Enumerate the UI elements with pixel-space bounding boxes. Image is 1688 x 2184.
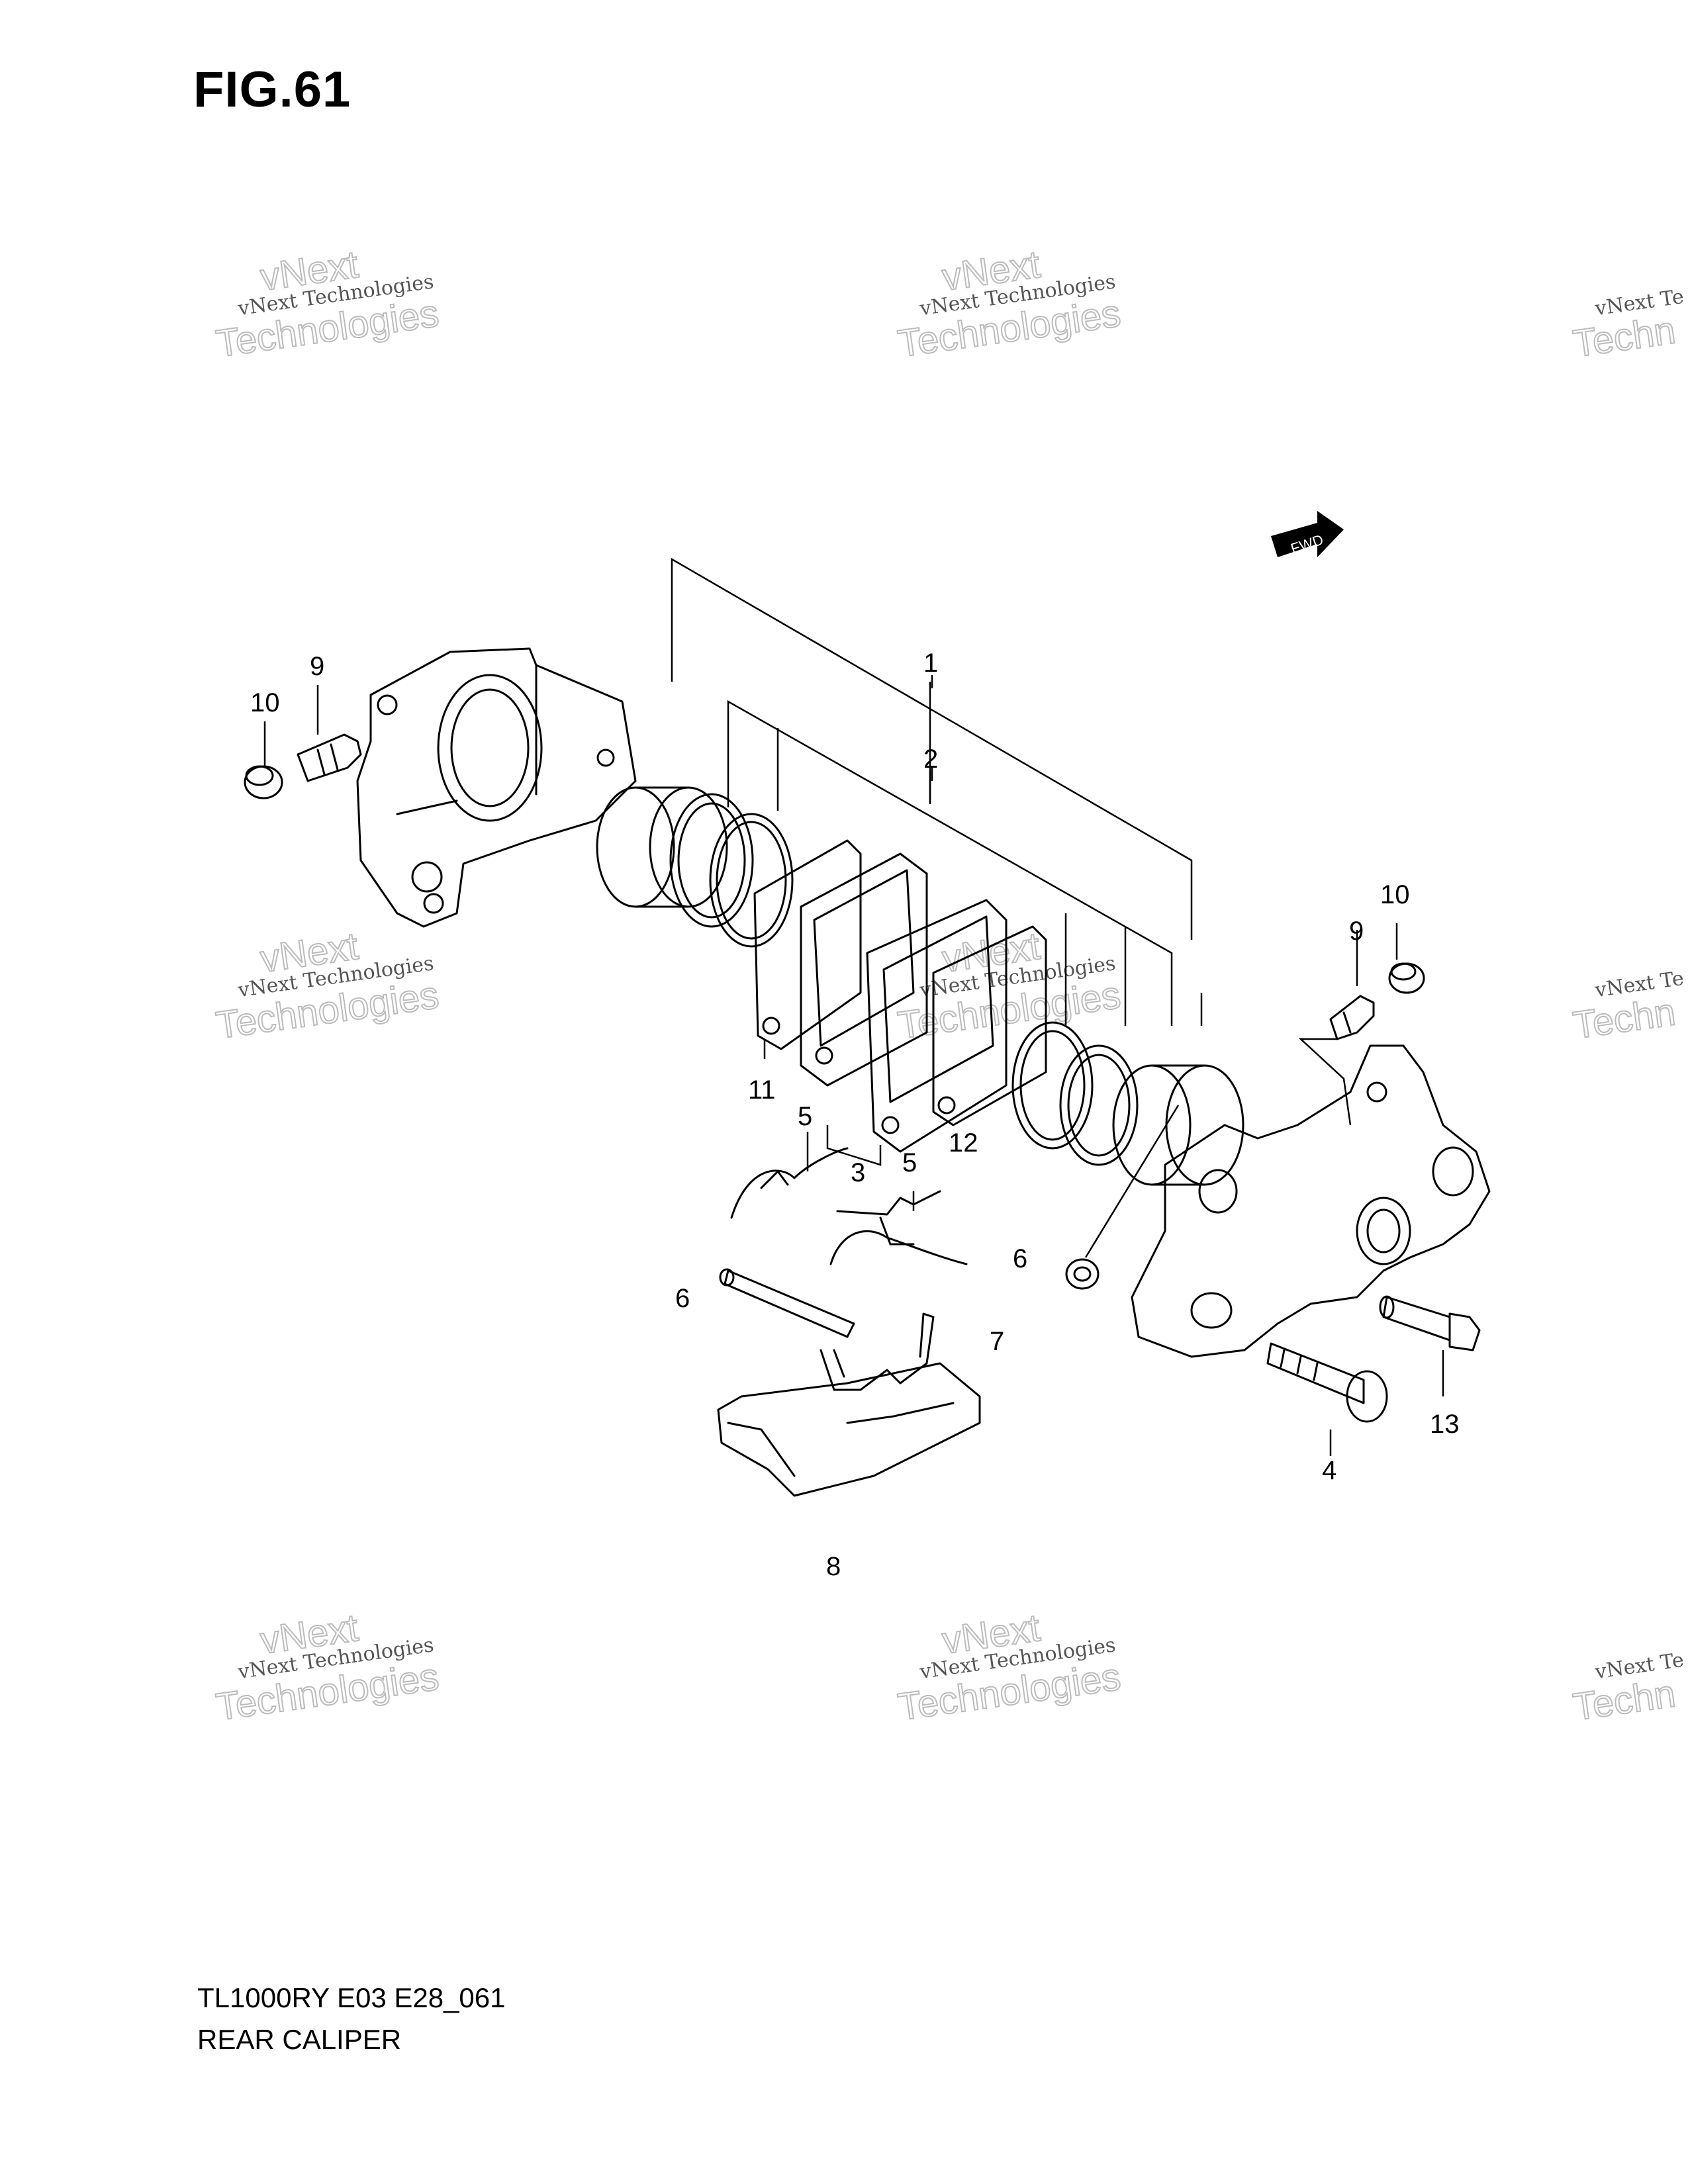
group-bracket-2 (727, 700, 1173, 1026)
callout-3: 3 (851, 1158, 865, 1187)
svg-text:Techn: Techn (1571, 1672, 1678, 1729)
brake-pad-inner (800, 852, 928, 1087)
callout-5b: 5 (902, 1148, 917, 1177)
callout-9b: 9 (1349, 917, 1364, 946)
callout-13: 13 (1430, 1410, 1460, 1439)
caliper-half-right (1131, 1044, 1491, 1358)
pad-spring-left (730, 1147, 849, 1219)
pad-spring-center (829, 1190, 968, 1265)
watermark-tile: vNext vNext Technologies Technologies (895, 1606, 1124, 1729)
callout-4: 4 (1322, 1456, 1336, 1485)
group-bracket-1 (671, 557, 1203, 1026)
caliper-half-left (356, 647, 637, 928)
watermark-tile: vNext vNext Technologies Technologies (895, 924, 1124, 1048)
caliper-bolt-13 (1379, 1295, 1481, 1351)
callout-11: 11 (748, 1075, 776, 1105)
bleeder-cap-right (1388, 962, 1425, 994)
callout-6b: 6 (1013, 1244, 1027, 1273)
caliper-bolt-4 (1266, 1342, 1388, 1423)
piston-seal-left (669, 793, 754, 928)
dust-seal-left (709, 813, 794, 948)
watermark-tile: vNext vNext Technologies Technologies (895, 242, 1124, 366)
pad-pin (719, 1268, 855, 1338)
bleeder-screw-right (1329, 995, 1375, 1040)
callout-9a: 9 (310, 652, 324, 681)
pad-retaining-spring (820, 1312, 935, 1391)
dust-seal-right (1011, 1021, 1094, 1150)
pad-shim (753, 839, 862, 1050)
watermark-tile: vNext vNext Technologies Technologies (213, 242, 442, 366)
callout-7: 7 (990, 1327, 1004, 1356)
watermark-tile: vNext Te Techn (1570, 1649, 1685, 1729)
callout-10a: 10 (250, 688, 280, 717)
pad-cover (717, 1362, 981, 1497)
callout-10b: 10 (1380, 880, 1410, 909)
watermark-tile: vNext Te Techn (1570, 967, 1685, 1048)
bleeder-screw-left (297, 733, 362, 782)
model-code: TL1000RY E03 E28_061 (197, 1982, 506, 2013)
callout-8: 8 (826, 1552, 841, 1581)
piston-seal-right (1059, 1044, 1139, 1166)
callout-6a: 6 (675, 1284, 690, 1313)
watermark-tile: vNext vNext Technologies Technologies (213, 1606, 442, 1729)
figure-title: FIG.61 (193, 62, 352, 118)
bleeder-cap-left (244, 765, 283, 799)
pad-shim-right (932, 925, 1047, 1126)
fwd-arrow-icon: FWD (1271, 511, 1344, 557)
o-ring (1065, 1258, 1100, 1290)
leader-lines (263, 675, 1444, 1456)
piston-left (596, 786, 728, 908)
callout-5a: 5 (798, 1102, 812, 1131)
callout-2: 2 (923, 745, 938, 774)
svg-text:Techn: Techn (1571, 990, 1678, 1047)
svg-text:Techn: Techn (1571, 308, 1678, 365)
part-group-name: REAR CALIPER (197, 2024, 402, 2055)
brake-pad-outer (866, 899, 1008, 1153)
callout-1: 1 (923, 649, 938, 678)
watermark-tile: vNext Te Techn (1570, 285, 1685, 366)
callout-12: 12 (949, 1128, 978, 1158)
watermark-tile: vNext vNext Technologies Technologies (213, 924, 442, 1048)
